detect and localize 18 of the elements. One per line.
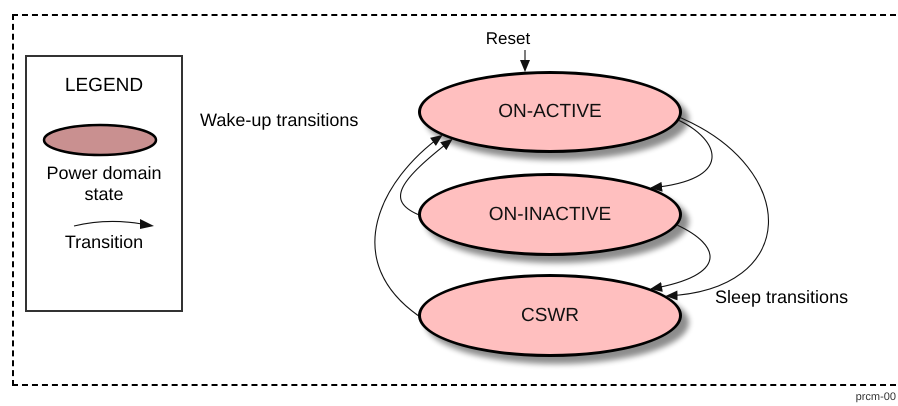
transition-arrow: [374, 134, 443, 316]
state-ellipse: ON-INACTIVE: [418, 173, 682, 256]
dashed-frame: [12, 14, 896, 386]
legend-text: Transition: [64, 232, 144, 254]
state-ellipse: ON-ACTIVE: [418, 71, 682, 153]
annotation-text: Wake-up transitions: [200, 110, 358, 131]
legend-box: [25, 55, 183, 312]
input-label: Reset: [480, 28, 536, 50]
legend-text: Power domain state: [45, 163, 163, 204]
transition-arrow: [666, 117, 769, 300]
transition-arrow: [650, 120, 712, 192]
transition-arrow: [650, 224, 710, 292]
transition-arrow: [520, 50, 530, 72]
legend-title: LEGEND: [64, 75, 144, 97]
annotation-text: Sleep transitions: [715, 287, 848, 308]
state-ellipse: CSWR: [418, 274, 682, 357]
transition-arrow: [400, 138, 453, 215]
figure-id: prcm-00: [856, 391, 896, 403]
